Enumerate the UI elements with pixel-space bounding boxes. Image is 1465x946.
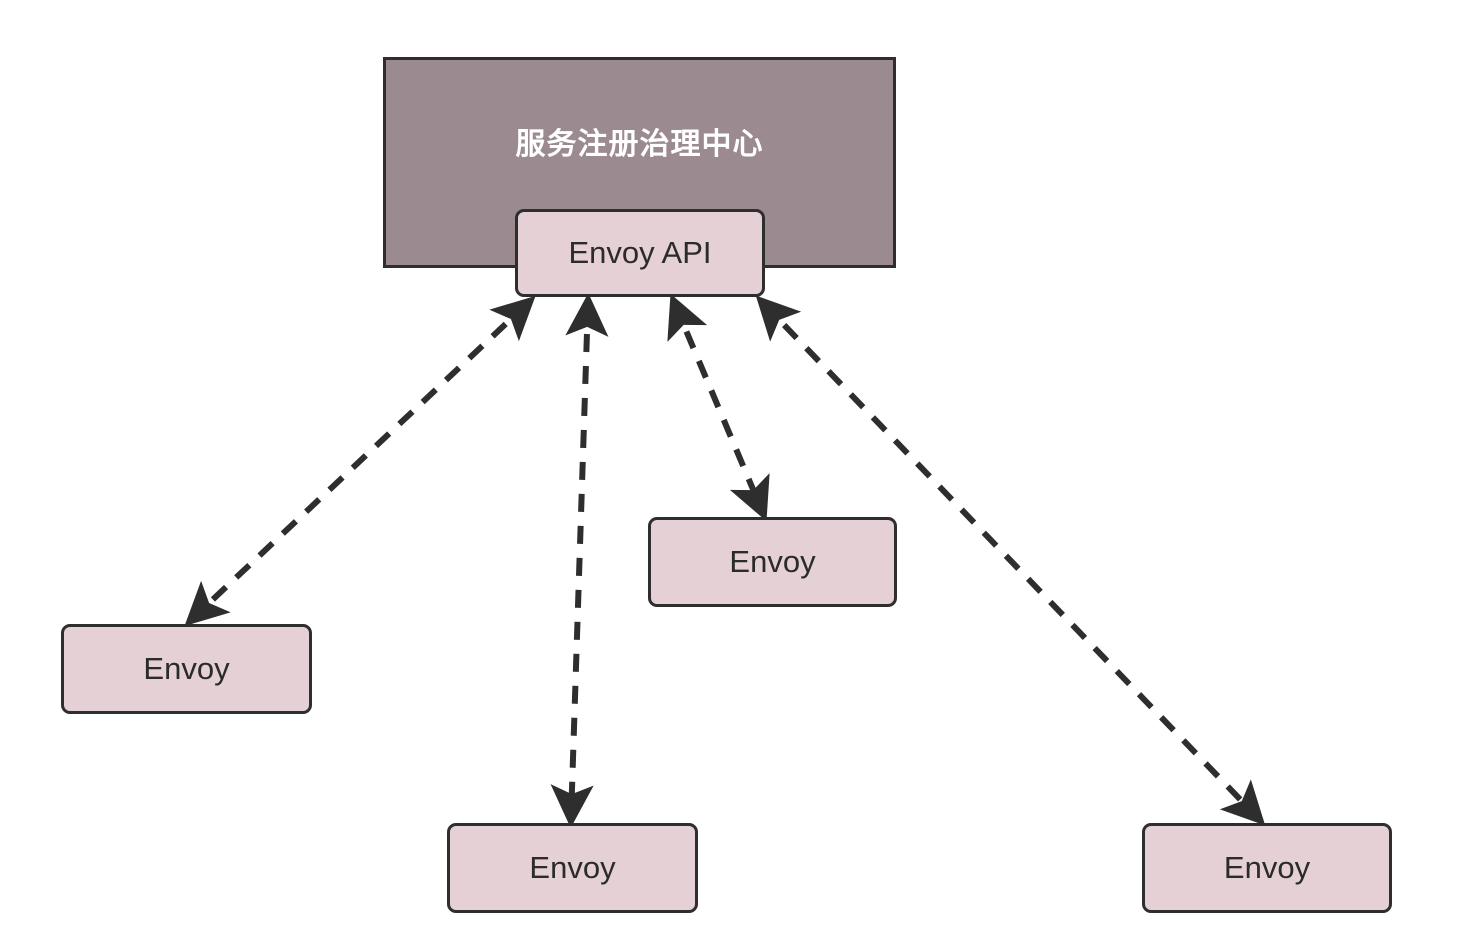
edge-api-envoy-bottom-right <box>755 295 1266 826</box>
node-label-envoy-left: Envoy <box>143 651 230 686</box>
node-envoy-api[interactable]: Envoy API <box>515 209 765 297</box>
node-envoy-middle[interactable]: Envoy <box>648 517 897 607</box>
node-label-envoy-middle: Envoy <box>729 544 816 579</box>
node-label-envoy-bottom-center: Envoy <box>529 850 616 885</box>
node-envoy-bottom-right[interactable]: Envoy <box>1142 823 1392 913</box>
node-label-envoy-api: Envoy API <box>568 235 712 270</box>
edge-api-envoy-middle <box>667 293 770 522</box>
node-envoy-left[interactable]: Envoy <box>61 624 312 714</box>
edge-api-envoy-left <box>184 295 536 627</box>
edge-api-envoy-bottom-center <box>550 293 609 828</box>
node-envoy-bottom-center[interactable]: Envoy <box>447 823 698 913</box>
node-label-service-registry: 服务注册治理中心 <box>515 127 764 161</box>
node-label-envoy-bottom-right: Envoy <box>1223 850 1311 885</box>
